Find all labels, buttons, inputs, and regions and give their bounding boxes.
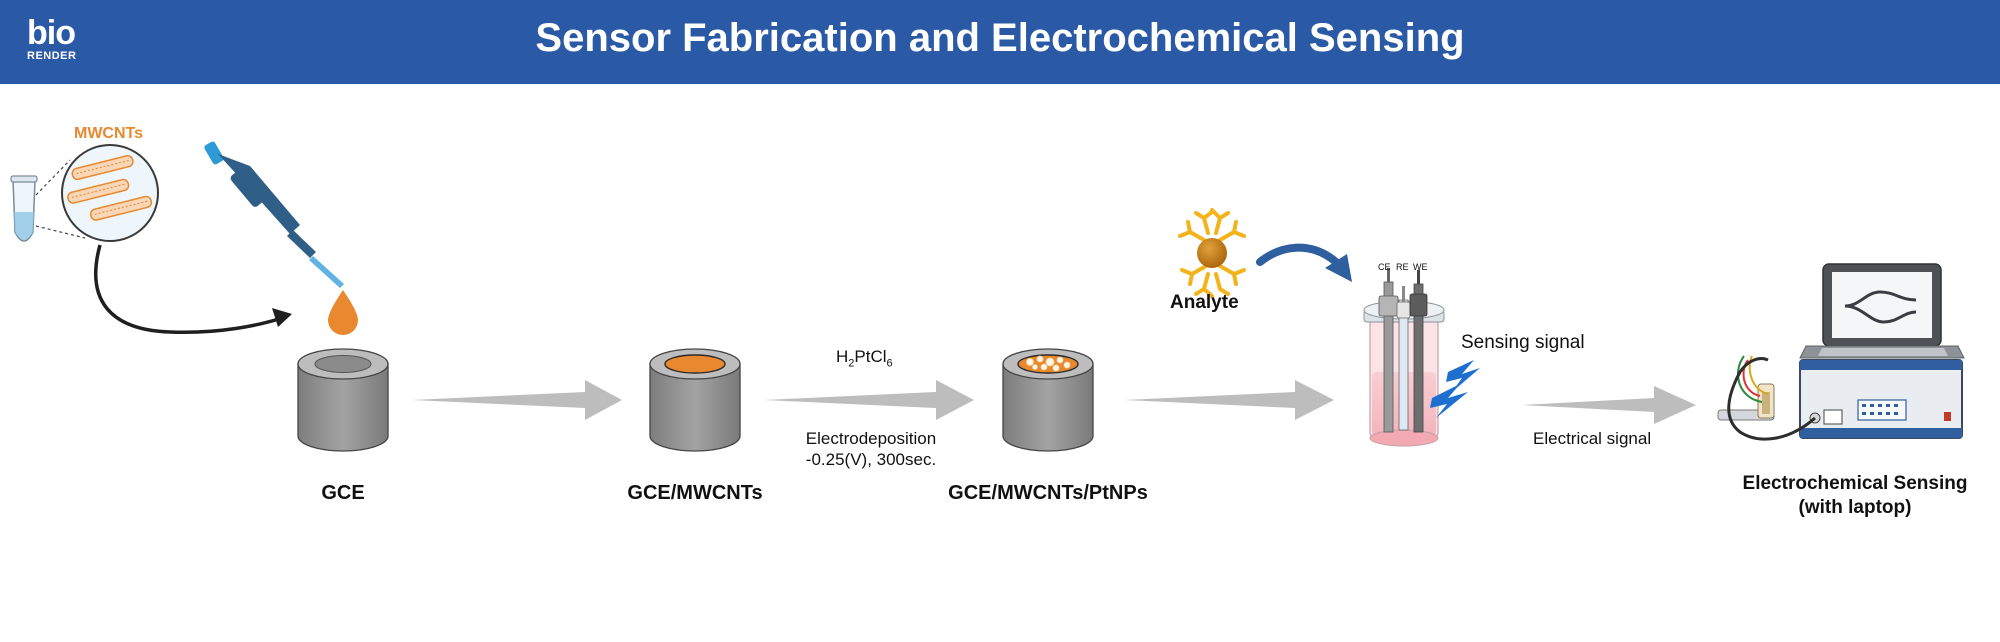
sensing-signal-bolt-icon [1430,360,1480,418]
analyte-addition-arrow-icon [1256,243,1352,282]
reagent-label: H2PtCl6 [836,347,893,369]
process-arrow-3 [1124,380,1334,420]
electrochemical-cell-icon [1363,268,1445,447]
electrodeposition-label: Electrodeposition -0.25(V), 300sec. [776,428,966,470]
gce-mwcnts-ptnps-label: GCE/MWCNTs/PtNPs [948,482,1148,504]
gce-mwcnt-ptnp-electrode-icon [1002,348,1094,452]
final-step-label: Electrochemical Sensing (with laptop) [1715,472,1995,520]
gce-electrode-icon [297,348,389,452]
gce-mwcnts-label: GCE/MWCNTs [627,482,763,504]
potentiostat-with-laptop-icon [1717,263,1965,441]
mwcnts-label: MWCNTs [74,125,144,142]
reagent-subscript-1: 2 [848,357,855,370]
sensing-signal-label: Sensing signal [1461,332,1585,353]
reagent-subscript-2: 6 [886,357,893,370]
zoom-line-bottom [35,225,86,239]
biorender-logo: bio RENDER [27,16,76,62]
process-arrow-2 [764,380,974,420]
ce-electrode-label: CE [1378,262,1391,272]
analyte-icon [1178,208,1246,298]
page-title: Sensor Fabrication and Electrochemical S… [535,16,1465,60]
curved-arrow-icon [94,244,292,335]
mwcnt-zoom-circle-icon [61,144,159,242]
gce-mwcnt-electrode-icon [649,348,741,452]
we-electrode-label: WE [1413,262,1428,272]
logo-main-text: bio [27,14,76,52]
logo-sub-text: RENDER [27,50,77,62]
zoom-line-top [35,159,71,196]
final-step-line2: (with laptop) [1798,497,1912,518]
reagent-mid: PtCl [854,347,887,366]
electrical-signal-label: Electrical signal [1533,429,1652,448]
header-bar: bio RENDER Sensor Fabrication and Electr… [0,0,2000,84]
process-arrow-1 [412,380,622,420]
electrodeposition-line2: -0.25(V), 300sec. [805,450,937,469]
vial-icon [10,175,38,242]
process-arrow-4 [1522,386,1696,424]
re-electrode-label: RE [1396,262,1409,272]
final-step-line1: Electrochemical Sensing [1742,473,1968,494]
electrodeposition-line1: Electrodeposition [805,429,937,448]
reagent-prefix: H [836,347,849,366]
mwcnt-drop-icon [328,290,358,335]
analyte-label: Analyte [1170,292,1239,313]
pipette-icon [204,141,344,288]
gce-label: GCE [321,482,365,504]
